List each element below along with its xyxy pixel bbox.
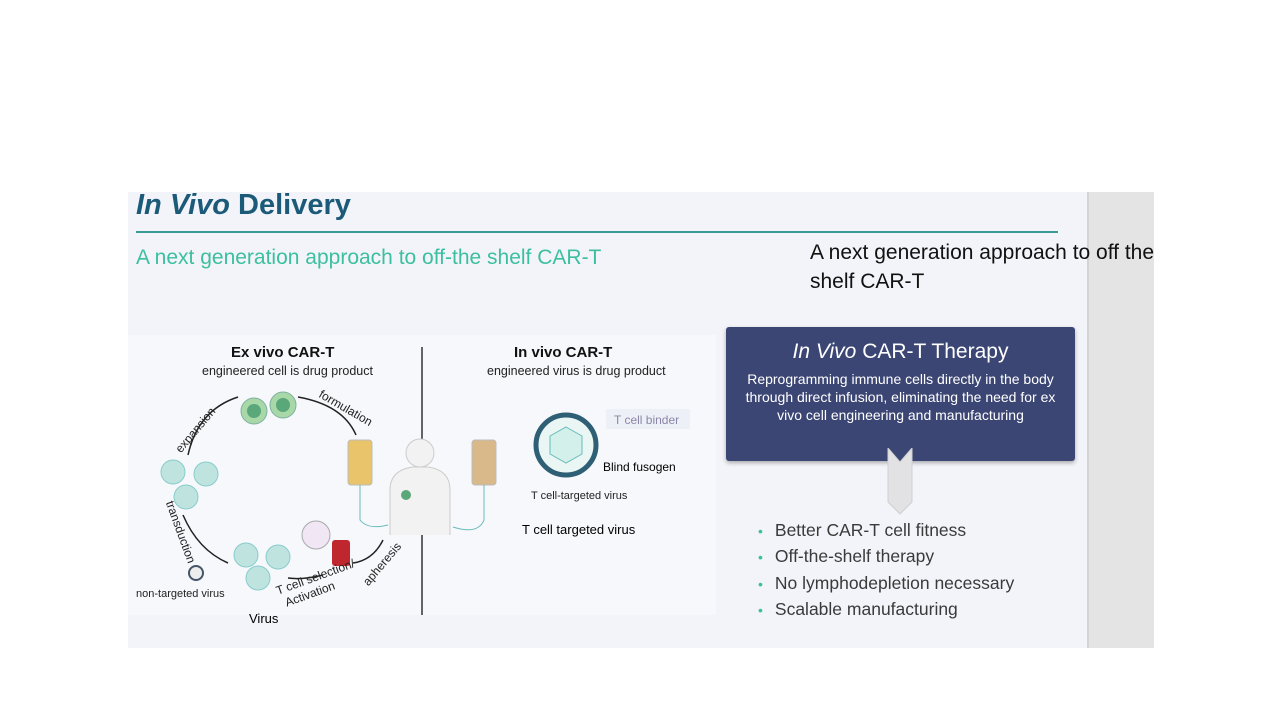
- title-italic: In Vivo: [136, 189, 230, 221]
- t-cell-icon: [265, 544, 291, 570]
- down-arrow-icon: [887, 448, 913, 515]
- iv-line: [452, 485, 485, 531]
- bullet-text: Better CAR-T cell fitness: [774, 520, 967, 540]
- iv-line: [359, 485, 389, 528]
- slide-title: In Vivo Delivery: [136, 189, 351, 222]
- patient-icon: [389, 466, 451, 535]
- slide-subtitle: A next generation approach to off-the sh…: [136, 246, 602, 269]
- car-t-cell-icon: [401, 490, 411, 500]
- bullet-text: Off-the-shelf therapy: [774, 546, 935, 567]
- card-body: Reprogramming immune cells directly in t…: [745, 371, 1056, 423]
- arrow-formulation: [297, 396, 357, 436]
- list-item: •Scalable manufacturing: [758, 598, 958, 619]
- in-vivo-heading: In vivo CAR-T: [514, 344, 613, 361]
- non-targeted-virus-label: non-targeted virus: [136, 588, 225, 600]
- arrow-selection: [287, 574, 324, 580]
- card-title: In Vivo CAR-T Therapy: [726, 340, 1075, 364]
- card-title-italic: In Vivo: [792, 340, 857, 363]
- in-vivo-subheading: engineered virus is drug product: [487, 364, 666, 378]
- iv-bag-icon: [471, 439, 497, 486]
- blood-bag-icon: [332, 540, 350, 566]
- t-cell-icon: [233, 542, 259, 568]
- ex-vivo-heading: Ex vivo CAR-T: [231, 344, 335, 361]
- list-item: •Better CAR-T cell fitness: [758, 520, 967, 540]
- therapy-card: In Vivo CAR-T Therapy Reprogramming immu…: [726, 327, 1075, 461]
- blind-fusogen-label: Blind fusogen: [603, 460, 676, 474]
- iv-bag-icon: [347, 439, 373, 486]
- slide-edge-strip: [1087, 192, 1154, 648]
- transduced-cell-icon: [160, 459, 186, 485]
- side-note-text: A next generation approach to off the sh…: [810, 241, 1155, 293]
- list-item: •Off-the-shelf therapy: [758, 546, 935, 567]
- arrow-transduction: [182, 514, 229, 564]
- car-t-diagram: Ex vivo CAR-T engineered cell is drug pr…: [128, 335, 716, 626]
- diagram-illustration: [160, 347, 690, 615]
- t-cell-icon: [245, 565, 271, 591]
- binder-label-bg: [606, 409, 690, 429]
- title-rest: Delivery: [230, 189, 351, 221]
- t-cell-binder-label: T cell binder: [614, 413, 680, 427]
- bullet-text: No lymphodepletion necessary: [774, 572, 1015, 593]
- transduced-cell-icon: [193, 461, 219, 487]
- virus-icon: [188, 565, 204, 581]
- arrow-apheresis: [352, 539, 384, 564]
- t-cell-targeted-virus-label: T cell-targeted virus: [531, 490, 628, 502]
- virus-caption: Virus: [249, 611, 279, 626]
- transduced-cell-icon: [173, 484, 199, 510]
- cell-mix-icon: [301, 520, 331, 550]
- benefits-list: •Better CAR-T cell fitness •Off-the-shel…: [758, 520, 1014, 625]
- ex-vivo-subheading: engineered cell is drug product: [202, 364, 373, 378]
- title-divider: [136, 231, 1058, 233]
- arrow-expansion: [187, 396, 239, 456]
- bullet-text: Scalable manufacturing: [774, 598, 958, 619]
- list-item: •No lymphodepletion necessary: [758, 572, 1015, 593]
- t-cell-targeted-virus-caption: T cell targeted virus: [522, 522, 636, 537]
- card-title-rest: CAR-T Therapy: [856, 340, 1009, 363]
